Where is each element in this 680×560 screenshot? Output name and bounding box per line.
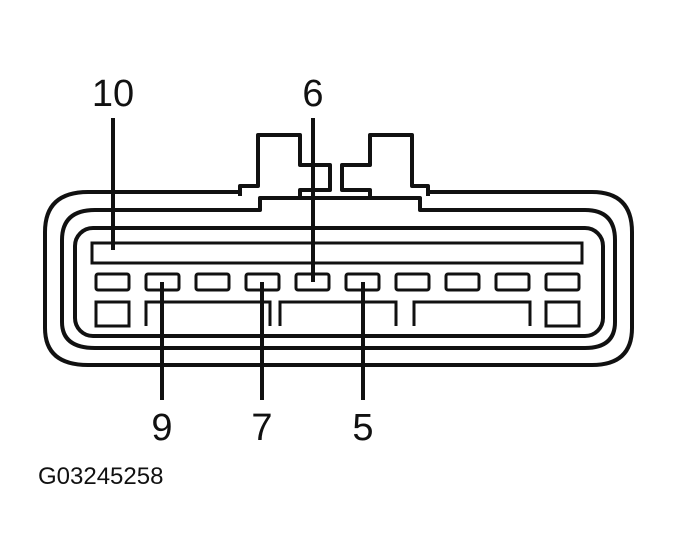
pin-label-6: 6 xyxy=(302,73,323,115)
pin-label-9: 9 xyxy=(151,407,172,449)
locking-tab xyxy=(238,133,430,196)
pin-label-7: 7 xyxy=(251,407,272,449)
terminal xyxy=(444,272,481,292)
terminal xyxy=(394,272,431,292)
figure-id: G03245258 xyxy=(38,463,163,490)
terminal-row xyxy=(94,272,581,292)
connector-key-bar xyxy=(90,241,584,265)
terminal xyxy=(94,272,131,292)
lower-partitions xyxy=(94,300,581,328)
terminal xyxy=(194,272,231,292)
terminal xyxy=(494,272,531,292)
connector-housing-inner xyxy=(60,196,617,350)
pin-label-5: 5 xyxy=(352,407,373,449)
connector-housing-outer xyxy=(43,190,634,367)
connector-cavity xyxy=(73,226,605,338)
terminal xyxy=(544,272,581,292)
pin-label-10: 10 xyxy=(92,73,134,115)
